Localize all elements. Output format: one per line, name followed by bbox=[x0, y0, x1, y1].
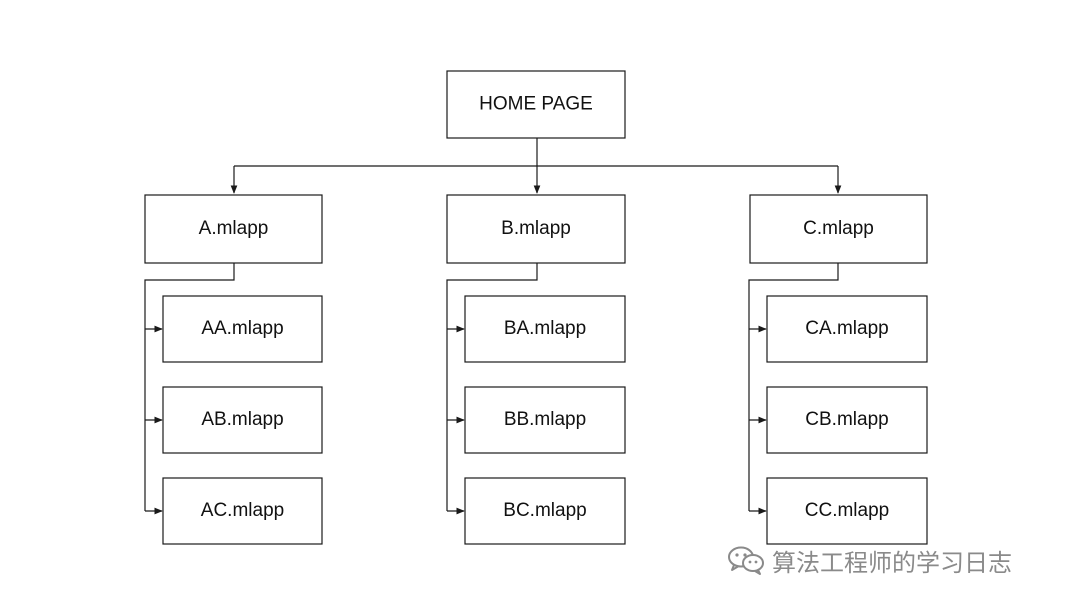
svg-text:B.mlapp: B.mlapp bbox=[501, 218, 571, 239]
svg-text:CB.mlapp: CB.mlapp bbox=[805, 409, 888, 430]
home-connectors bbox=[230, 138, 842, 194]
c-mlapp-node: C.mlapp bbox=[749, 194, 928, 264]
home-page-node: HOME PAGE bbox=[446, 70, 626, 139]
svg-text:A.mlapp: A.mlapp bbox=[199, 218, 269, 239]
ab-mlapp-node: AB.mlapp bbox=[162, 386, 323, 454]
ac-mlapp-node: AC.mlapp bbox=[162, 477, 323, 545]
svg-text:AA.mlapp: AA.mlapp bbox=[201, 318, 283, 339]
cb-mlapp-node: CB.mlapp bbox=[766, 386, 928, 454]
svg-text:HOME PAGE: HOME PAGE bbox=[479, 94, 593, 115]
svg-text:BC.mlapp: BC.mlapp bbox=[503, 500, 586, 521]
svg-text:CC.mlapp: CC.mlapp bbox=[805, 500, 889, 521]
svg-text:C.mlapp: C.mlapp bbox=[803, 218, 874, 239]
svg-text:BB.mlapp: BB.mlapp bbox=[504, 409, 586, 430]
svg-text:AC.mlapp: AC.mlapp bbox=[201, 500, 284, 521]
aa-mlapp-node: AA.mlapp bbox=[162, 295, 323, 363]
a-mlapp-node: A.mlapp bbox=[144, 194, 323, 264]
ba-mlapp-node: BA.mlapp bbox=[464, 295, 626, 363]
svg-text:BA.mlapp: BA.mlapp bbox=[504, 318, 586, 339]
bc-mlapp-node: BC.mlapp bbox=[464, 477, 626, 545]
branch-b-connectors bbox=[446, 263, 538, 515]
ca-mlapp-node: CA.mlapp bbox=[766, 295, 928, 363]
b-mlapp-node: B.mlapp bbox=[446, 194, 626, 264]
svg-text:AB.mlapp: AB.mlapp bbox=[201, 409, 283, 430]
bb-mlapp-node: BB.mlapp bbox=[464, 386, 626, 454]
watermark-text: 算法工程师的学习日志 bbox=[772, 548, 1012, 577]
branch-a-connectors bbox=[144, 263, 235, 515]
branch-c-connectors bbox=[748, 263, 839, 515]
cc-mlapp-node: CC.mlapp bbox=[766, 477, 928, 545]
wechat-icon bbox=[726, 544, 766, 576]
svg-text:CA.mlapp: CA.mlapp bbox=[805, 318, 888, 339]
watermark: 算法工程师的学习日志 bbox=[726, 540, 1012, 580]
